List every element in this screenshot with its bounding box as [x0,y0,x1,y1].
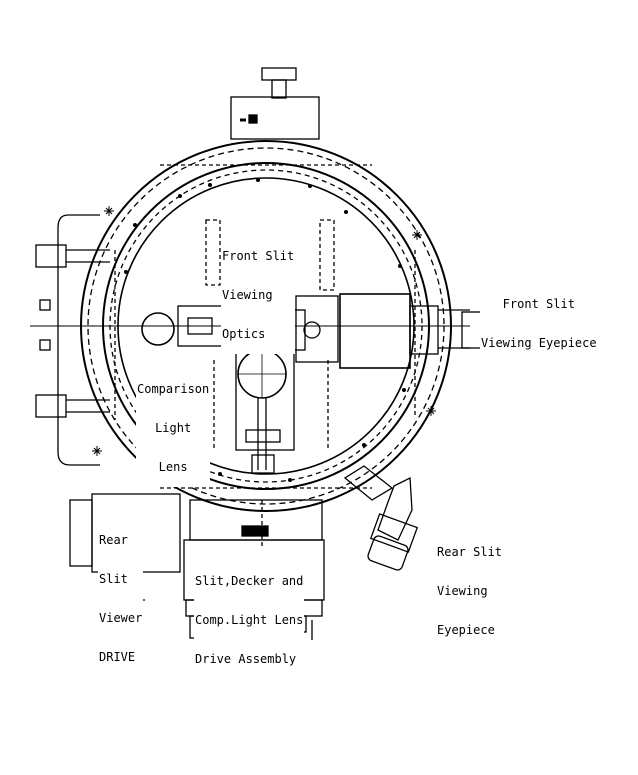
label-front-slit-viewing-optics: Front Slit Viewing Optics [221,224,296,354]
ring-fasteners [92,206,436,456]
label-front-slit-viewing-eyepiece: Front Slit Viewing Eyepiece [480,272,598,363]
label-line: Comparison [137,382,210,396]
comparison-lens [141,312,175,346]
label-line: Lens [158,460,188,474]
left-bracket [35,214,110,466]
label-line: Front Slit [222,249,295,263]
label-line: Eyepiece [437,623,495,637]
label-line: Front Slit [502,297,575,311]
label-rear-slit-viewing-eyepiece: Rear Slit Viewing Eyepiece [436,520,504,650]
label-line: Light [155,421,192,435]
label-comparison-light-lens: Comparison Light Lens [136,357,211,487]
slit-slide [235,349,295,474]
label-line: Slit [99,572,128,586]
optics-rails [205,219,335,450]
housing-flats [114,164,416,489]
label-line: Viewing [222,288,273,302]
label-line: Viewing Eyepiece [481,336,597,350]
label-line: Rear [99,533,128,547]
label-line: DRIVE [99,650,136,664]
top-turret [230,67,320,140]
label-line: Viewing [437,584,488,598]
label-line: Comp.Light Lens [195,613,304,627]
label-line: Viewer [99,611,143,625]
label-line: Rear Slit [437,545,503,559]
label-line: Optics [222,327,266,341]
label-rear-slit-viewer-drive: Rear Slit Viewer DRIVE [98,508,144,677]
label-line: Drive Assembly [195,652,297,666]
rear-eyepiece [343,465,419,571]
label-line: Slit,Decker and [195,574,304,588]
label-slit-decker-drive-assembly: Slit,Decker and Comp.Light Lens Drive As… [194,549,305,679]
